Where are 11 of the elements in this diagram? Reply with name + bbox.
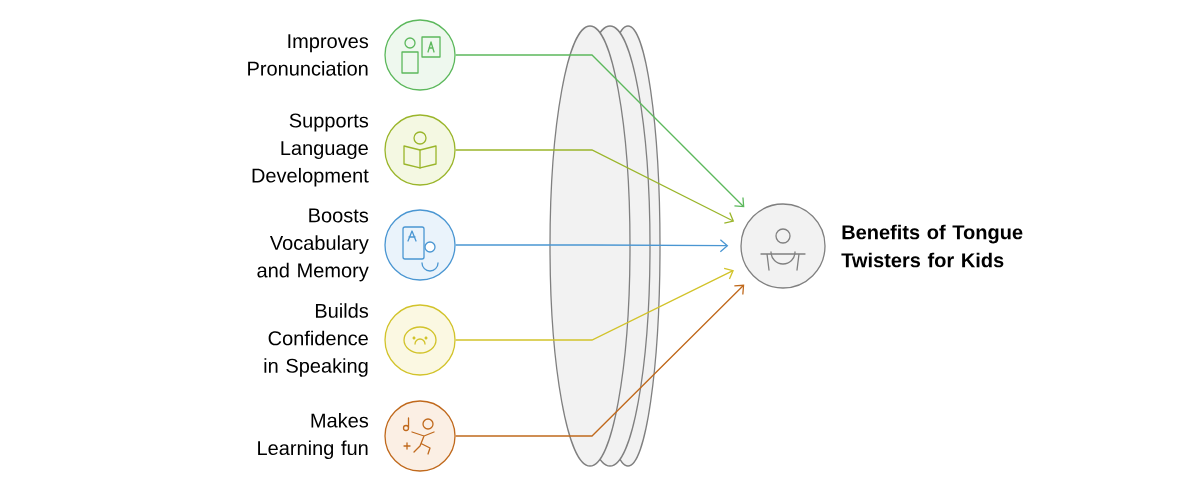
benefit-label: Builds Confidence in Speaking	[264, 303, 369, 377]
arrow	[455, 284, 745, 437]
title: Benefits of Tongue Twisters for Kids	[841, 224, 1023, 268]
benefit-label: Makes Learning fun	[258, 412, 369, 460]
benefit-label: Boosts Vocabulary and Memory	[257, 208, 369, 282]
arrow	[455, 149, 735, 224]
benefit-label: Supports Language Development	[252, 113, 369, 187]
arrow	[455, 54, 745, 208]
arrow	[455, 267, 734, 341]
benefit-label: Improves Pronunciation	[248, 34, 369, 76]
arrow	[455, 239, 729, 253]
